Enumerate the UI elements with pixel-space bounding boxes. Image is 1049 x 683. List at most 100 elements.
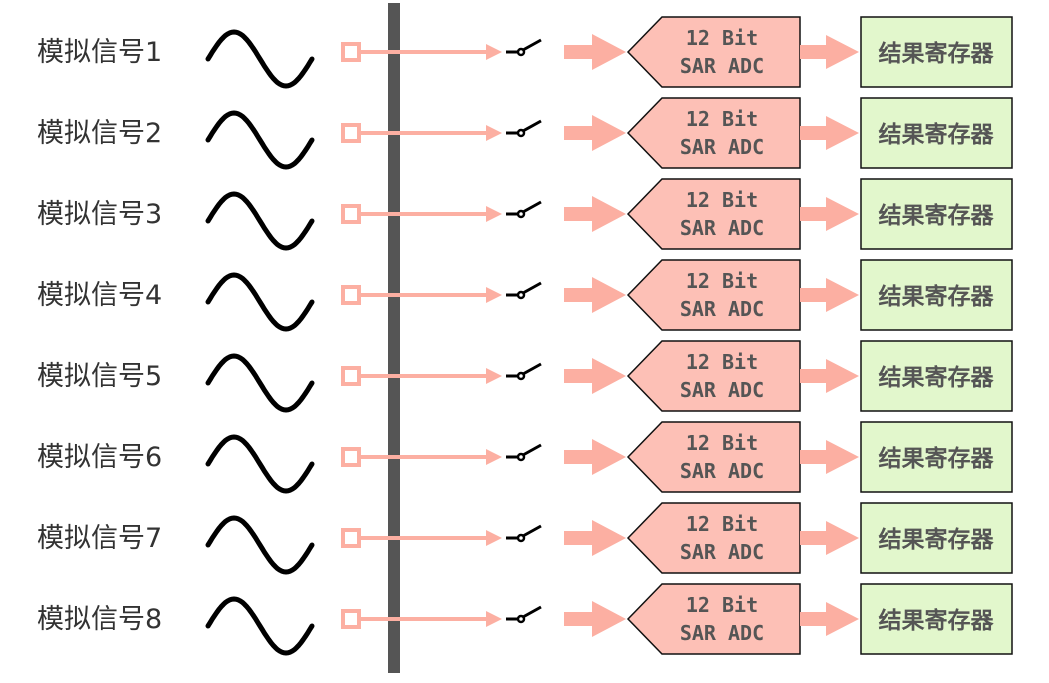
adc-block [626, 583, 801, 655]
adc-label-line1: 12 Bit [686, 512, 758, 536]
arrow-right-icon [800, 116, 859, 150]
arrow-right-icon [564, 358, 626, 394]
input-pin-icon [341, 609, 361, 629]
adc-label-line2: SAR ADC [680, 297, 764, 321]
signal-label: 模拟信号4 [37, 280, 162, 311]
arrow-right-icon [486, 206, 502, 222]
arrow-right-icon [486, 125, 502, 141]
sine-wave-icon [205, 272, 315, 332]
arrow-right-icon [564, 439, 626, 475]
sine-wave-icon [205, 596, 315, 656]
result-register-block [860, 502, 1013, 574]
switch-blade [522, 524, 542, 538]
result-register-label: 结果寄存器 [879, 40, 995, 67]
result-register-label: 结果寄存器 [879, 526, 995, 553]
arrow-right-icon [800, 278, 859, 312]
switch-pivot [516, 290, 526, 300]
input-pin-icon [341, 123, 361, 143]
adc-label-line1: 12 Bit [686, 593, 758, 617]
adc-label-line1: 12 Bit [686, 269, 758, 293]
signal-label: 模拟信号1 [37, 37, 162, 68]
signal-label: 模拟信号3 [37, 199, 162, 230]
arrow-right-icon [486, 530, 502, 546]
arrow-right-icon [800, 521, 859, 555]
switch-icon [506, 605, 542, 624]
result-register-block [860, 16, 1013, 88]
adc-label-line2: SAR ADC [680, 540, 764, 564]
arrow-right-icon [486, 287, 502, 303]
switch-icon [506, 200, 542, 219]
result-register-block [860, 178, 1013, 250]
adc-label-line1: 12 Bit [686, 26, 758, 50]
sine-wave-icon [205, 29, 315, 89]
result-register-block [860, 340, 1013, 412]
switch-pivot [516, 47, 526, 57]
signal-label: 模拟信号5 [37, 361, 162, 392]
sine-wave-icon [205, 434, 315, 494]
input-pin-icon [341, 42, 361, 62]
arrow-right-icon [800, 602, 859, 636]
arrow-right-icon [800, 197, 859, 231]
arrow-right-icon [800, 359, 859, 393]
adc-label-line2: SAR ADC [680, 135, 764, 159]
sine-wave-icon [205, 515, 315, 575]
adc-block [626, 97, 801, 169]
adc-label-line1: 12 Bit [686, 431, 758, 455]
adc-label-line1: 12 Bit [686, 107, 758, 131]
signal-label: 模拟信号2 [37, 118, 162, 149]
result-register-label: 结果寄存器 [879, 607, 995, 634]
arrow-right-icon [800, 440, 859, 474]
switch-icon [506, 281, 542, 300]
switch-icon [506, 443, 542, 462]
sine-wave-icon [205, 353, 315, 413]
arrow-right-icon [800, 35, 859, 69]
adc-label-line1: 12 Bit [686, 350, 758, 374]
arrow-right-icon [486, 449, 502, 465]
adc-label-line2: SAR ADC [680, 378, 764, 402]
result-register-block [860, 421, 1013, 493]
adc-block [626, 340, 801, 412]
signal-label: 模拟信号7 [37, 523, 162, 554]
result-register-block [860, 583, 1013, 655]
arrow-right-icon [564, 277, 626, 313]
result-register-label: 结果寄存器 [879, 445, 995, 472]
arrow-right-icon [564, 520, 626, 556]
adc-block [626, 259, 801, 331]
switch-blade [522, 362, 542, 376]
result-register-label: 结果寄存器 [879, 202, 995, 229]
arrow-right-icon [564, 196, 626, 232]
arrow-right-icon [564, 115, 626, 151]
arrow-right-icon [486, 368, 502, 384]
switch-blade [522, 200, 542, 214]
switch-icon [506, 362, 542, 381]
adc-label-line1: 12 Bit [686, 188, 758, 212]
switch-icon [506, 38, 542, 57]
result-register-label: 结果寄存器 [879, 283, 995, 310]
adc-label-line2: SAR ADC [680, 216, 764, 240]
adc-block [626, 502, 801, 574]
signal-label: 模拟信号8 [37, 604, 162, 635]
adc-label-line2: SAR ADC [680, 459, 764, 483]
switch-pivot [516, 209, 526, 219]
switch-icon [506, 524, 542, 543]
result-register-block [860, 259, 1013, 331]
switch-pivot [516, 128, 526, 138]
shared-bus-bar [388, 3, 400, 673]
switch-icon [506, 119, 542, 138]
result-register-label: 结果寄存器 [879, 121, 995, 148]
adc-block [626, 16, 801, 88]
sine-wave-icon [205, 191, 315, 251]
signal-label: 模拟信号6 [37, 442, 162, 473]
input-pin-icon [341, 366, 361, 386]
arrow-right-icon [564, 601, 626, 637]
adc-block [626, 178, 801, 250]
input-pin-icon [341, 528, 361, 548]
switch-blade [522, 119, 542, 133]
